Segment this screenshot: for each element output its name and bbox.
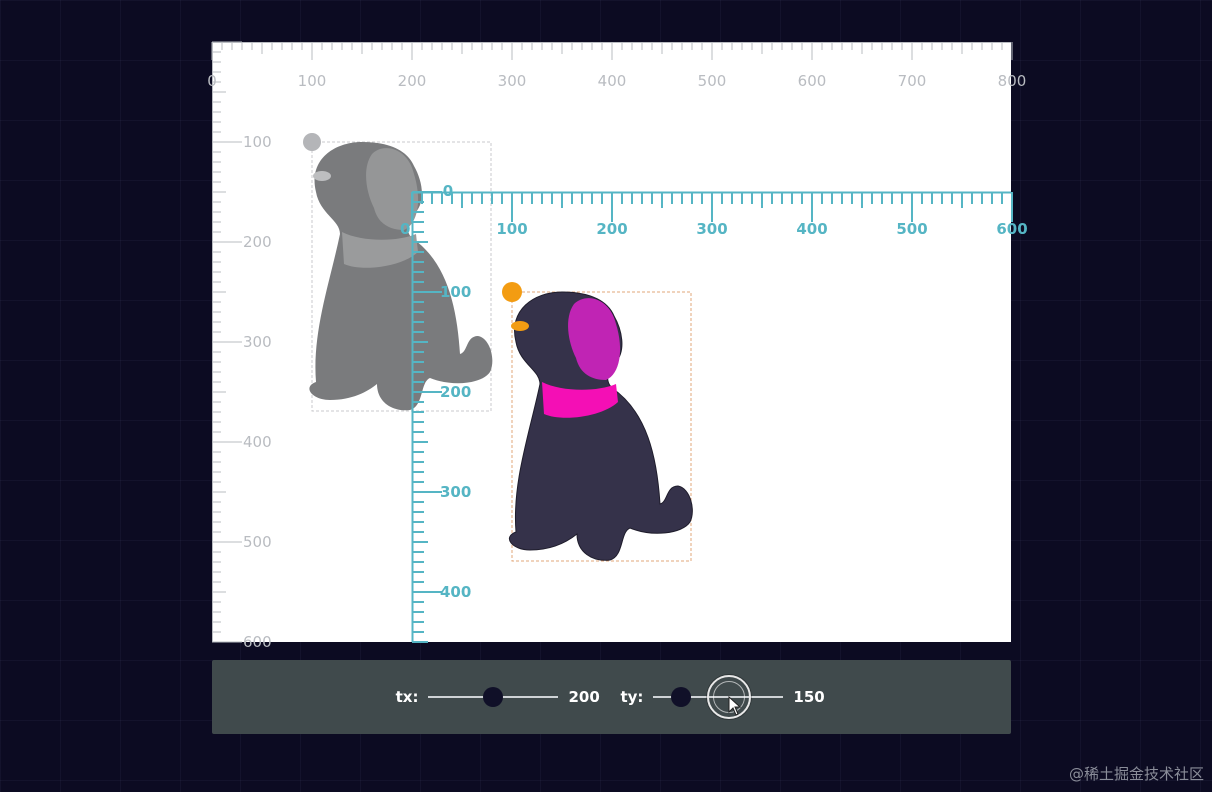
transformed-bounding-box bbox=[511, 291, 692, 562]
transform-canvas: 0 100 200 300 400 500 600 700 800 100 200 300 400 50… bbox=[207, 41, 1028, 651]
t-v-tick-label: 400 bbox=[440, 583, 471, 601]
outer-horizontal-ruler: 0100200300400500600700800 bbox=[207, 42, 1026, 90]
t-h-tick-label: 600 bbox=[996, 220, 1027, 238]
outer-vertical-ruler: 100 200 300 400 500 600 bbox=[212, 41, 272, 651]
ty-slider-track[interactable] bbox=[653, 696, 784, 698]
dog-nose bbox=[511, 321, 529, 331]
tx-slider[interactable] bbox=[428, 687, 559, 707]
ty-value: 150 bbox=[793, 688, 825, 706]
t-v-tick-label: 300 bbox=[440, 483, 471, 501]
watermark: @稀土掘金技术社区 bbox=[1068, 765, 1204, 783]
transformed-origin-marker bbox=[502, 282, 522, 302]
ghost-dog-collar bbox=[342, 232, 418, 268]
transformed-dog bbox=[502, 282, 693, 562]
outer-h-tick-label: 700 bbox=[898, 72, 927, 90]
outer-h-tick-label: 500 bbox=[698, 72, 727, 90]
transformed-vertical-ruler: 0 100 200 300 400 bbox=[400, 191, 471, 643]
control-panel: tx: 200 ty: 150 bbox=[212, 660, 1011, 734]
outer-h-tick-label: 200 bbox=[398, 72, 427, 90]
t-v-tick-label: 100 bbox=[440, 283, 471, 301]
t-h-tick-label: 400 bbox=[796, 220, 827, 238]
tx-label: tx: bbox=[395, 688, 419, 706]
t-h-tick-label: 300 bbox=[696, 220, 727, 238]
dog-ear bbox=[568, 298, 621, 380]
outer-h-tick-label: 800 bbox=[998, 72, 1027, 90]
outer-h-tick-label: 600 bbox=[798, 72, 827, 90]
transformed-horizontal-ruler: 0 100 200 300 400 500 600 bbox=[411, 182, 1028, 238]
outer-h-tick-label: 100 bbox=[298, 72, 327, 90]
outer-v-tick-label: 100 bbox=[243, 133, 272, 151]
t-h-tick-label: 0 bbox=[443, 182, 453, 200]
outer-v-tick-label: 500 bbox=[243, 533, 272, 551]
ghost-dog-nose bbox=[313, 171, 331, 181]
outer-v-tick-label: 400 bbox=[243, 433, 272, 451]
t-h-tick-label: 200 bbox=[596, 220, 627, 238]
outer-v-tick-label: 200 bbox=[243, 233, 272, 251]
t-h-tick-label: 500 bbox=[896, 220, 927, 238]
outer-v-tick-label: 600 bbox=[243, 633, 272, 651]
outer-h-tick-label: 300 bbox=[498, 72, 527, 90]
t-v-tick-label: 200 bbox=[440, 383, 471, 401]
t-h-tick-label: 100 bbox=[496, 220, 527, 238]
tx-slider-thumb[interactable] bbox=[483, 687, 504, 707]
ty-slider[interactable] bbox=[653, 687, 784, 707]
original-bounding-box bbox=[311, 141, 492, 412]
t-v-tick-label: 0 bbox=[400, 220, 410, 238]
ghost-dog-ear bbox=[366, 148, 419, 230]
ghost-dog-body bbox=[309, 142, 493, 411]
ty-slider-thumb[interactable] bbox=[671, 687, 692, 707]
original-dog bbox=[303, 133, 493, 412]
original-origin-marker bbox=[303, 133, 321, 151]
ty-label: ty: bbox=[620, 688, 644, 706]
outer-v-tick-label: 300 bbox=[243, 333, 272, 351]
tx-value: 200 bbox=[568, 688, 600, 706]
canvas-drawing: 0 100 200 300 400 500 600 700 800 100 200 300 400 50… bbox=[207, 41, 1028, 651]
outer-h-tick-label: 400 bbox=[598, 72, 627, 90]
dog-collar bbox=[542, 382, 618, 418]
